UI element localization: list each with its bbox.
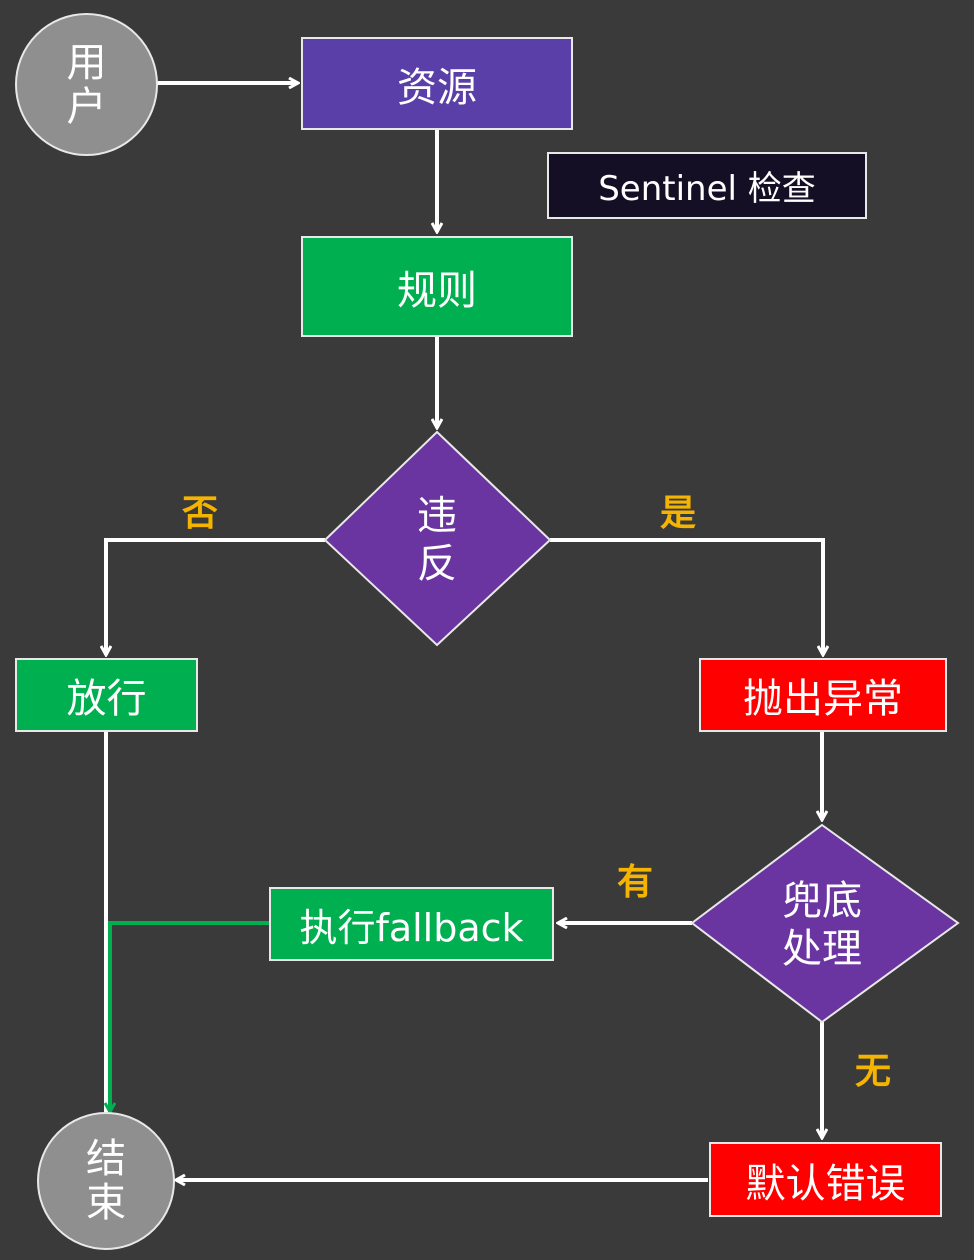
throw-exception-node-label: 抛出异常 [743,676,903,722]
user-node: 用户 [15,13,158,156]
default-error-node: 默认错误 [709,1142,942,1217]
edge-label-none: 无 [855,1051,892,1092]
execute-fallback-node-label: 执行fallback [299,905,524,950]
edge-label-yes: 是 [660,493,697,534]
fallback-handling-diamond-shape [690,823,960,1024]
edge-label-has: 有 [617,862,654,903]
resource-node-label: 资源 [397,64,477,111]
sentinel-check-label-box: Sentinel 检查 [547,152,867,219]
resource-node: 资源 [301,37,573,130]
pass-node: 放行 [15,658,198,732]
violate-diamond-shape [323,430,552,647]
default-error-node-label: 默认错误 [745,1160,906,1207]
pass-node-label: 放行 [66,676,147,722]
rule-node: 规则 [301,236,573,337]
user-node-label: 用户 [66,39,107,130]
sentinel-check-text: Sentinel 检查 [598,169,816,209]
fallback-handling-decision-label: 兜底处理 [782,878,862,972]
fallback-handling-decision: 兜底处理 [760,870,884,980]
violate-decision-label: 违反 [417,493,457,587]
edge-label-no: 否 [182,493,219,534]
execute-fallback-node: 执行fallback [269,887,554,961]
edge-execute-fallback-end [110,921,270,1112]
end-node: 结束 [37,1112,175,1250]
end-node-label: 结束 [86,1136,126,1226]
edge-violate-throw [550,538,823,655]
violate-decision: 违反 [395,480,479,600]
edge-violate-pass [106,538,325,655]
throw-exception-node: 抛出异常 [699,658,947,732]
rule-node-label: 规则 [397,267,477,314]
